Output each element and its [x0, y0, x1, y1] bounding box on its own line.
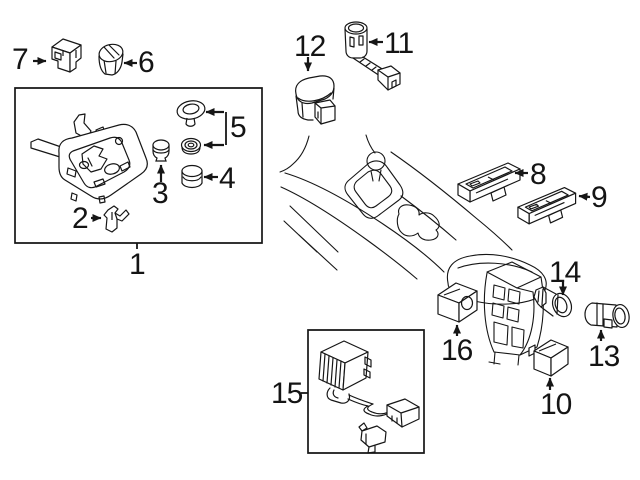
trim-plate-drawing	[31, 114, 147, 203]
seal-ring-drawing	[182, 139, 201, 155]
lighter-housing-drawing	[296, 76, 335, 124]
callout-label-6: 6	[138, 46, 155, 79]
relay-drawing	[529, 340, 568, 376]
callout-label-15: 15	[271, 377, 303, 410]
callout-label-5: 5	[230, 111, 247, 144]
power-outlet-socket-drawing	[585, 303, 631, 329]
control-module-drawing	[319, 341, 419, 453]
cap-drawing	[153, 140, 169, 161]
callout-label-3: 3	[152, 177, 169, 210]
callout-label-8: 8	[530, 158, 547, 191]
round-knob-drawing	[97, 42, 124, 75]
callout-label-1: 1	[129, 248, 146, 281]
callout-label-2: 2	[72, 202, 89, 235]
callout-arrow-9	[578, 192, 590, 201]
callout-label-9: 9	[591, 181, 608, 214]
cover-disc-drawing	[176, 99, 207, 127]
small-switch-drawing	[52, 39, 81, 72]
cigarette-lighter-drawing	[345, 22, 400, 90]
callout-label-13: 13	[588, 340, 620, 373]
grommet-drawing	[182, 166, 202, 188]
switch-bar-8-drawing	[458, 163, 520, 202]
callout-label-11: 11	[384, 27, 414, 60]
retainer-clip-drawing	[104, 206, 129, 232]
callout-arrows	[33, 38, 605, 393]
switch-bar-9-drawing	[517, 187, 577, 225]
outlet-housing-drawing	[534, 287, 575, 319]
callout-label-12: 12	[294, 30, 326, 63]
callout-label-7: 7	[12, 43, 29, 76]
callout-label-14: 14	[549, 256, 581, 289]
switch-block-drawing	[438, 283, 477, 322]
callout-label-16: 16	[441, 334, 473, 367]
callout-label-10: 10	[540, 388, 572, 421]
callout-label-4: 4	[219, 162, 236, 195]
center-console-drawing	[280, 135, 546, 365]
